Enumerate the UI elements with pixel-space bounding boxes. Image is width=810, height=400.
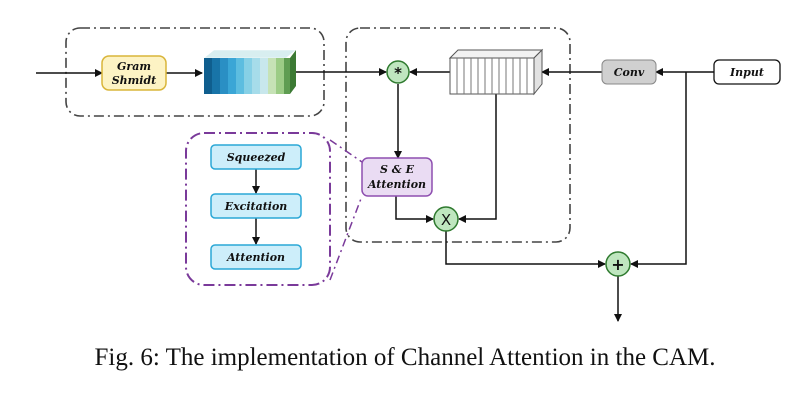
grid-to-x-arrow <box>458 94 497 223</box>
x-to-plus-arrow <box>445 231 606 268</box>
gram-shmidt-label-line2: Shmidt <box>112 74 157 87</box>
multiply-operator <box>386 60 410 84</box>
se-to-x-arrow <box>395 196 434 223</box>
residual-arrow <box>630 72 687 268</box>
input-block <box>713 59 781 85</box>
x-operator <box>433 206 459 232</box>
tensor-grid-block <box>448 48 544 96</box>
plus-operator-symbol: + <box>611 255 624 274</box>
se-attention-label-line1: S & E <box>380 163 415 176</box>
gram-shmidt-label-line1: Gram <box>117 60 151 73</box>
attention-block <box>210 244 302 270</box>
attention-group-region <box>345 27 571 243</box>
channel-attention-diagram: Gram Shmidt Conv Input <box>36 27 781 322</box>
zoom-line-top <box>329 139 363 163</box>
se-attention-label-line2: Attention <box>367 178 426 191</box>
conv-label: Conv <box>614 66 645 79</box>
x-operator-symbol: X <box>441 211 451 229</box>
excitation-block <box>210 193 302 219</box>
plus-operator <box>605 251 631 277</box>
squeezed-block <box>210 144 302 170</box>
se-attention-block <box>361 157 433 197</box>
conv-block <box>601 59 657 85</box>
input-label: Input <box>729 66 764 79</box>
zoom-line-bottom <box>329 195 363 281</box>
se-detail-region <box>185 132 331 286</box>
multiply-operator-symbol: * <box>394 64 402 82</box>
attention-label: Attention <box>226 251 285 264</box>
squeezed-label: Squeezed <box>227 151 286 164</box>
gram-shmidt-block <box>101 55 167 91</box>
figure-caption: Fig. 6: The implementation of Channel At… <box>94 344 716 371</box>
excitation-label: Excitation <box>224 200 288 213</box>
feature-stack <box>203 49 297 94</box>
